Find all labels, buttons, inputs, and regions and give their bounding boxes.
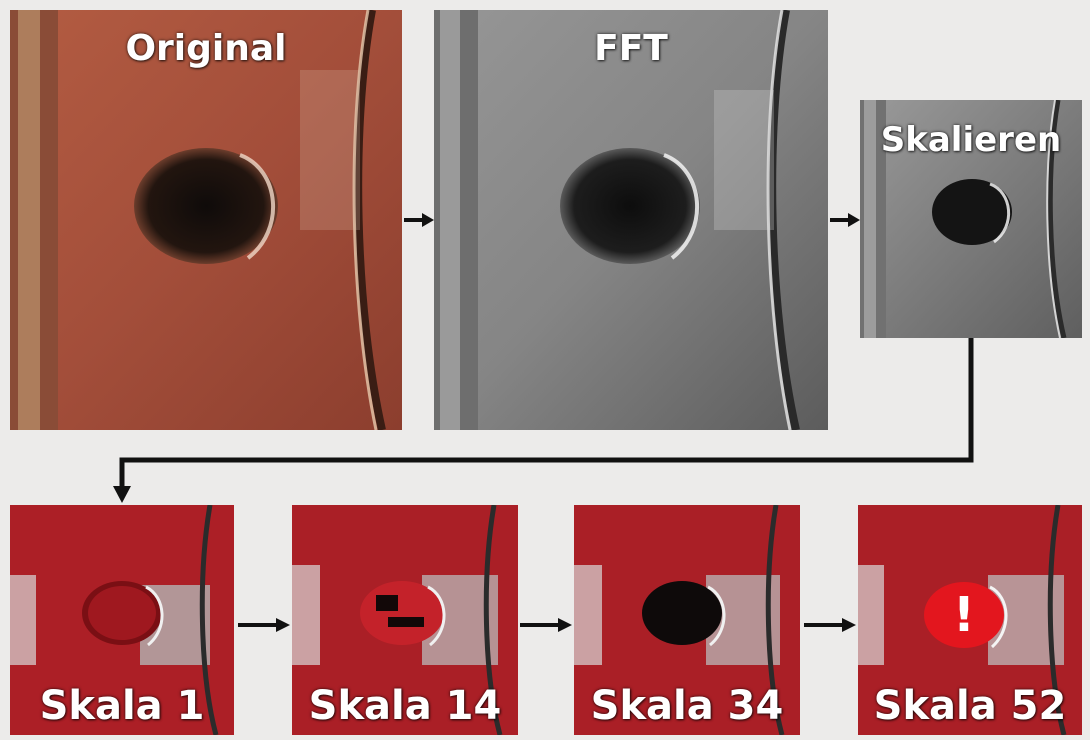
arrow-scale34-to-scale52 <box>804 617 856 633</box>
arrow-original-to-fft <box>404 212 434 228</box>
scale-1-label: Skala 1 <box>10 683 234 729</box>
original-image-panel: Original <box>10 10 402 430</box>
alert-exclamation-icon: ! <box>944 589 984 641</box>
scale-label: Skalieren <box>860 120 1082 160</box>
fft-image-panel: FFT <box>434 10 828 430</box>
scale-52-image-panel: ! Skala 52 <box>858 505 1082 735</box>
arrow-fft-to-scale <box>830 212 860 228</box>
scale-34-image-panel: Skala 34 <box>574 505 800 735</box>
scale-14-image-panel: Skala 14 <box>292 505 518 735</box>
original-surface-image <box>10 10 402 430</box>
arrow-scale14-to-scale34 <box>520 617 572 633</box>
scale-34-label: Skala 34 <box>574 683 800 729</box>
fft-label: FFT <box>434 28 828 69</box>
scaled-image-panel: Skalieren <box>860 100 1082 338</box>
scale-52-label: Skala 52 <box>858 683 1082 729</box>
scale-1-image-panel: Skala 1 <box>10 505 234 735</box>
arrow-scale1-to-scale14 <box>238 617 290 633</box>
fft-surface-image <box>434 10 828 430</box>
scale-14-label: Skala 14 <box>292 683 518 729</box>
original-label: Original <box>10 28 402 69</box>
